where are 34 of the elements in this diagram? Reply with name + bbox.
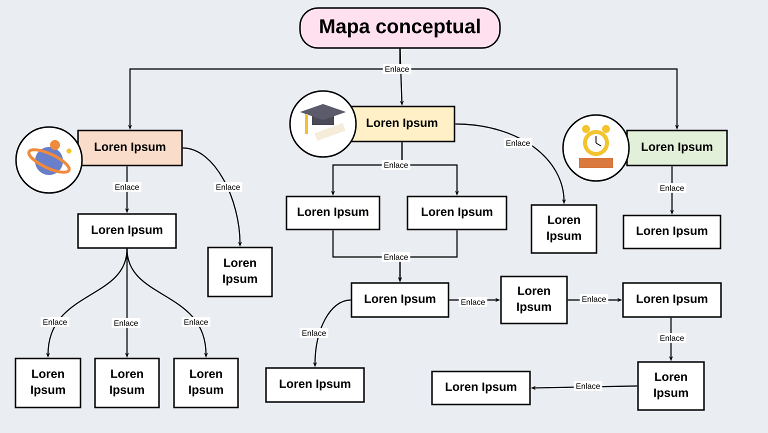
concept-box: Loren Ipsum <box>77 213 177 249</box>
edge-label: Enlace <box>658 333 686 343</box>
concept-box: Loren Ipsum <box>500 276 568 324</box>
edge-label: Enlace <box>382 64 412 74</box>
concept-box: Loren Ipsum <box>173 358 239 408</box>
edge-label: Enlace <box>382 252 410 262</box>
edge-label: Enlace <box>112 182 142 192</box>
concept-box: Loren Ipsum <box>14 358 82 408</box>
edge-label: Enlace <box>300 328 328 338</box>
edge-label: Enlace <box>182 317 210 327</box>
concept-box: Loren Ipsum <box>622 282 722 318</box>
concept-box: Loren Ipsum <box>530 204 598 254</box>
concept-box: Loren Ipsum <box>94 358 160 408</box>
edge-label: Enlace <box>214 182 242 192</box>
concept-box: Loren Ipsum <box>637 361 705 411</box>
concept-box: Loren Ipsum <box>626 130 728 166</box>
concept-box: Loren Ipsum <box>77 130 183 166</box>
edge-label: Enlace <box>40 317 70 327</box>
edge-label: Enlace <box>504 138 532 148</box>
concept-box: Loren Ipsum <box>286 196 380 230</box>
edge-label: Enlace <box>382 160 410 170</box>
title-box: Mapa conceptual <box>299 7 501 49</box>
edge-label: Enlace <box>458 297 488 307</box>
concept-box: Loren Ipsum <box>350 282 450 318</box>
edge-label: Enlace <box>574 381 602 391</box>
edge-label: Enlace <box>658 183 686 193</box>
concept-box: Loren Ipsum <box>348 106 456 142</box>
edge-label: Enlace <box>112 318 140 328</box>
edge-label: Enlace <box>580 294 608 304</box>
concept-box: Loren Ipsum <box>207 246 273 298</box>
concept-box: Loren Ipsum <box>406 196 508 230</box>
concept-box: Loren Ipsum <box>622 214 722 250</box>
concept-box: Loren Ipsum <box>265 367 365 403</box>
concept-box: Loren Ipsum <box>431 370 531 406</box>
